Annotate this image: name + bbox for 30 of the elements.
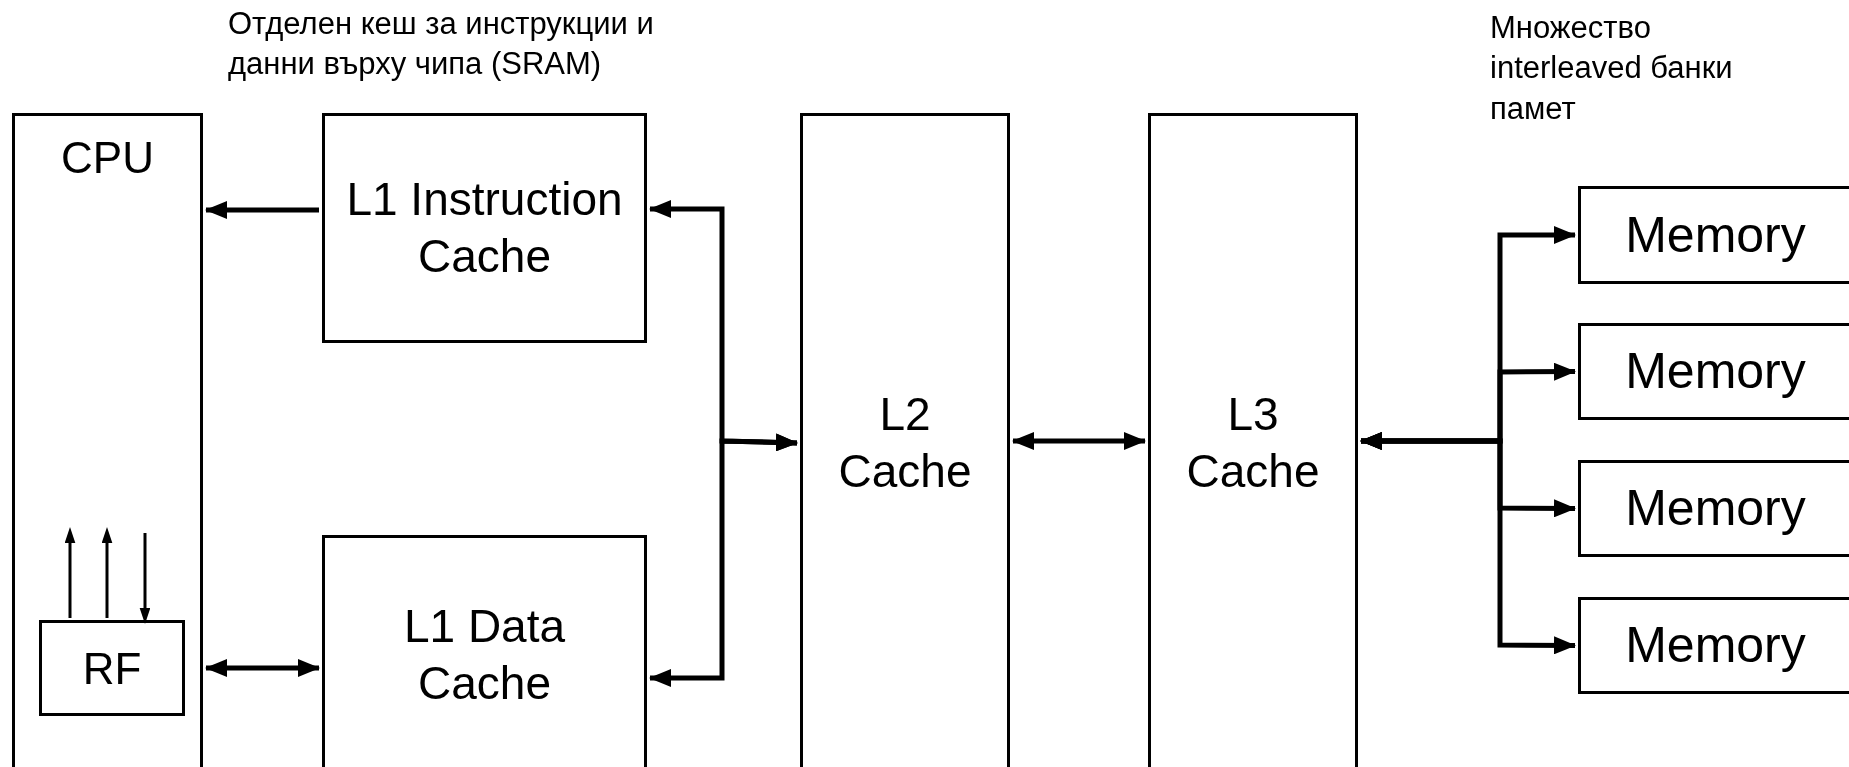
cache-box [322, 535, 647, 767]
node-label: L1 Instruction Cache [345, 171, 624, 284]
arrow [139, 533, 151, 624]
node-label: L1 Data Cache [402, 598, 567, 711]
cache-box [322, 113, 647, 343]
node-label: Memory [1624, 616, 1807, 676]
cache-box [1148, 113, 1358, 767]
arrow [649, 433, 798, 687]
node-label: L3 Cache [1185, 386, 1321, 499]
memory-box [1578, 460, 1849, 557]
cache-box [800, 113, 1010, 767]
annotation-text: Множество interleaved банки памет [1490, 9, 1734, 128]
arrow [64, 527, 76, 618]
memory-box [1578, 186, 1849, 284]
node-label: Memory [1624, 205, 1807, 265]
arrow [205, 201, 319, 219]
arrow [101, 527, 113, 618]
register-file-box [39, 620, 185, 716]
processor-box [12, 113, 203, 767]
memory-box [1578, 597, 1849, 694]
node-label: RF [81, 642, 143, 695]
node-label: Memory [1624, 342, 1807, 402]
arrow [1012, 432, 1146, 450]
node-label: Memory [1624, 479, 1807, 539]
annotation-text: Отделен кеш за инструкции и данни върху чипа (SRAM) [228, 5, 655, 84]
arrow [1360, 432, 1576, 655]
node-label: CPU [60, 132, 155, 184]
memory-box [1578, 323, 1849, 420]
arrow [205, 659, 320, 677]
node-label: L2 Cache [837, 386, 973, 499]
